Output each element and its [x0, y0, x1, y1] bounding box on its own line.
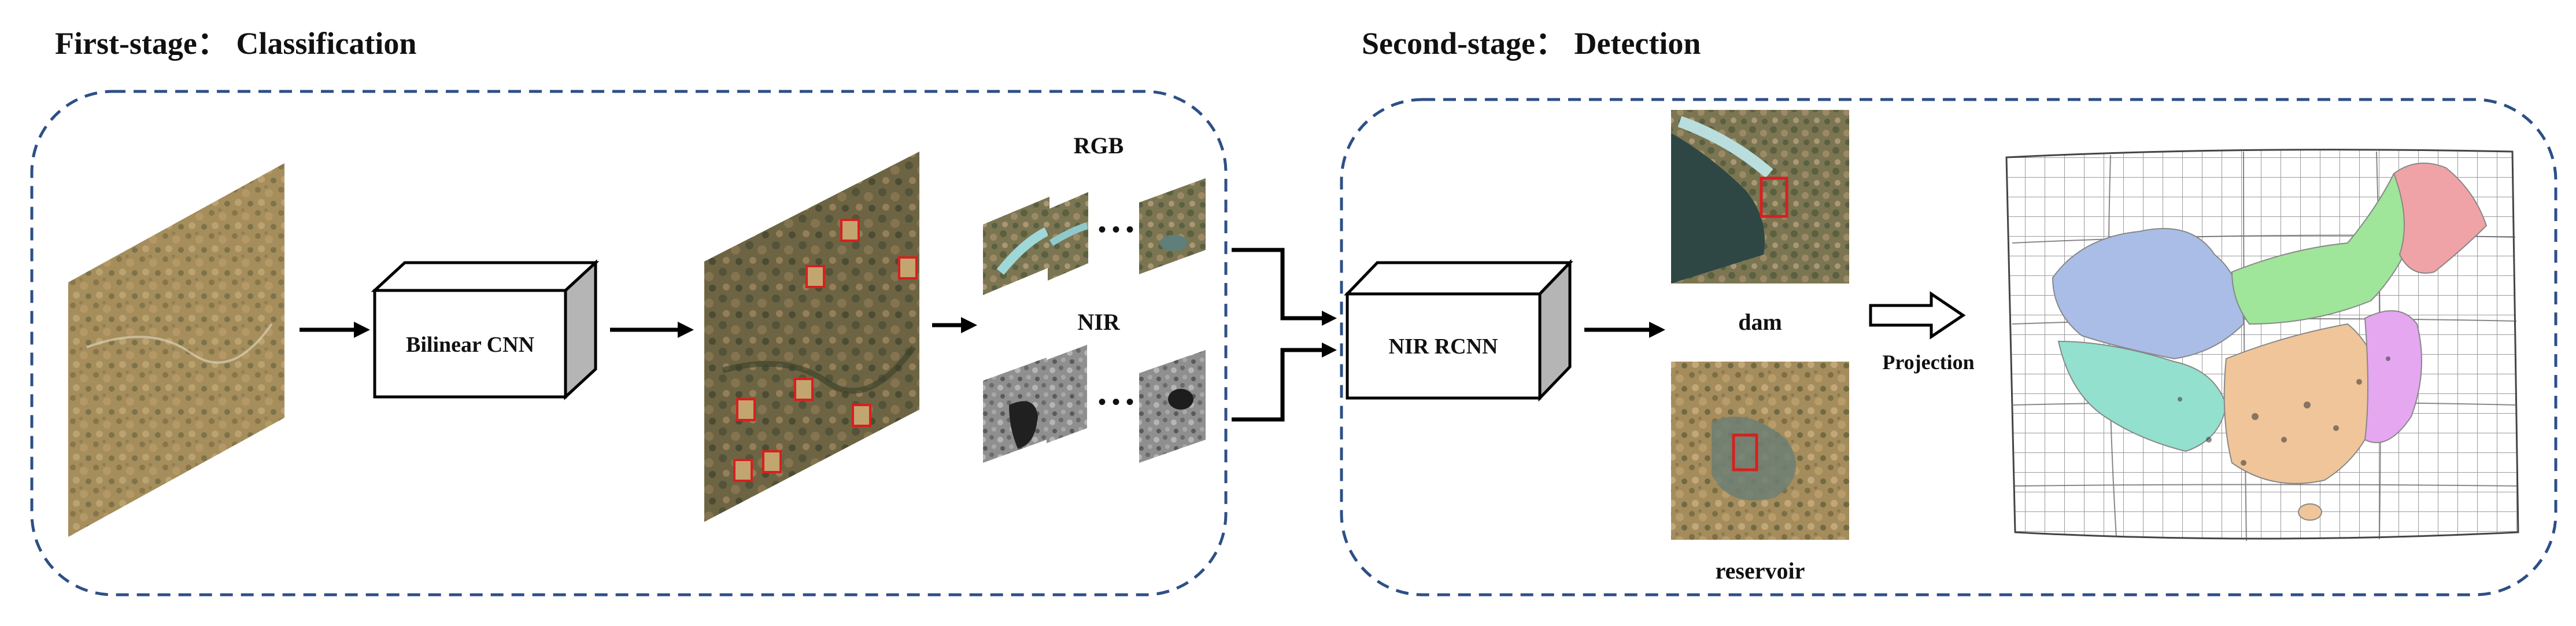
nir-patch: [1139, 350, 1206, 463]
detected-patch: [840, 219, 860, 242]
map-region-central: [2223, 323, 2383, 484]
detected-patch: [794, 378, 814, 401]
arrow-nir-to-rcnn: [1232, 348, 1324, 422]
detected-patch: [898, 256, 918, 279]
arrow-scene-to-patches-head: [961, 317, 977, 333]
nir-label: NIR: [1077, 309, 1120, 335]
arrow-rcnn-to-detections-head: [1649, 322, 1665, 338]
detected-patch: [733, 459, 753, 482]
nir-rcnn-box: [1344, 259, 1573, 402]
detected-patch: [852, 404, 871, 427]
stage2-title: Second-stage： Detection: [1362, 26, 1701, 61]
arrow-cnn-to-scene-head: [678, 322, 694, 338]
reservoir-detection-image: [1671, 362, 1849, 540]
map-region-east: [2364, 310, 2422, 443]
input-satellite-image: [68, 163, 284, 537]
stage1-title: First-stage： Classification: [55, 26, 417, 61]
bilinear-cnn-box: [371, 259, 600, 400]
projection-label: Projection: [1882, 351, 1974, 374]
reservoir-label: reservoir: [1716, 558, 1805, 584]
map-region-northeast: [2393, 163, 2488, 274]
stage2-container: [1340, 98, 2557, 596]
arrow-rgb-to-rcnn: [1232, 248, 1324, 321]
stage1-container: [30, 90, 1228, 596]
classified-scene-image: [704, 152, 919, 522]
detected-patch: [805, 265, 825, 288]
nir-patch: [1047, 345, 1087, 443]
rgb-patch: [1048, 192, 1088, 281]
bilinear-cnn-label: Bilinear CNN: [406, 333, 534, 357]
arrow-input-to-cnn-head: [354, 322, 370, 338]
nir-rcnn-label: NIR RCNN: [1389, 334, 1498, 359]
nir-patch: [983, 358, 1047, 463]
arrow-nir-to-rcnn-head: [1322, 343, 1337, 358]
map-region-northwest: [2052, 228, 2245, 360]
dam-detection-image: [1671, 110, 1849, 283]
map-region-island: [2298, 503, 2322, 521]
detected-patch: [736, 398, 756, 421]
dam-label: dam: [1738, 309, 1782, 335]
projected-map: [2005, 149, 2519, 542]
map-region-southwest: [2057, 340, 2227, 452]
rgb-patch: [1139, 178, 1206, 274]
arrow-rgb-to-rcnn-head: [1322, 311, 1337, 326]
rgb-ellipsis: • • •: [1098, 216, 1134, 242]
rgb-patch: [983, 197, 1049, 295]
rgb-label: RGB: [1074, 132, 1124, 159]
detected-patch: [762, 450, 782, 473]
nir-ellipsis: • • •: [1098, 389, 1134, 415]
projection-arrow: [1869, 291, 1966, 340]
